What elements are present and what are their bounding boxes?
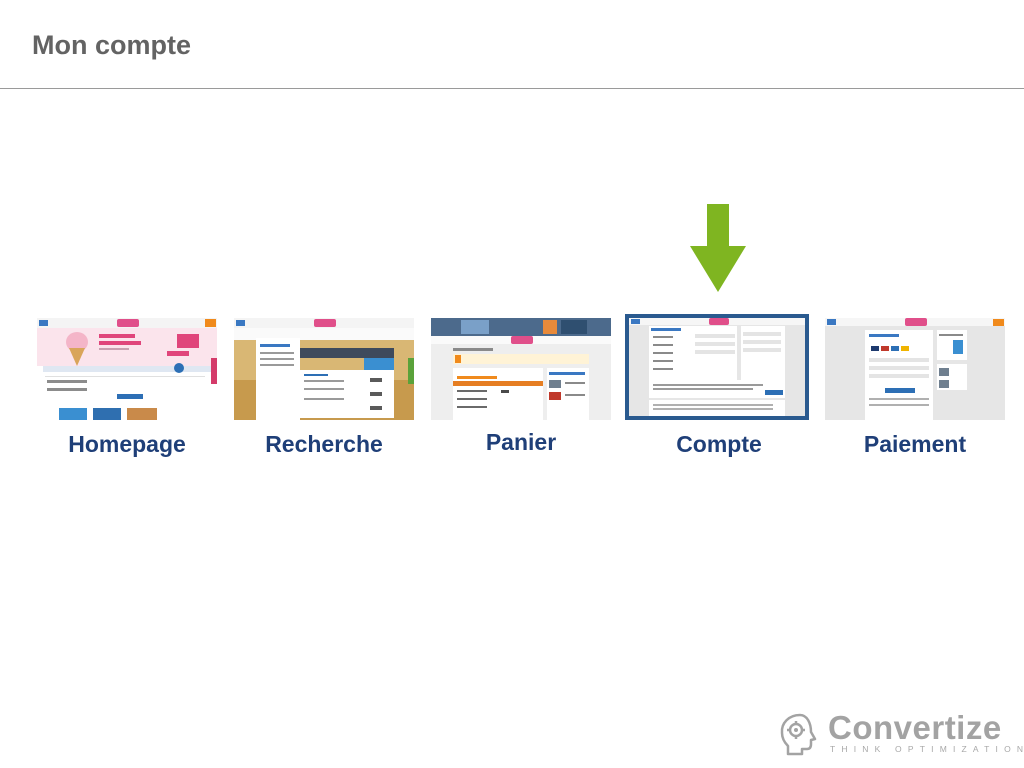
title-divider [0,88,1024,89]
compte-screenshot [625,314,809,420]
brand-name: Convertize [828,709,1002,746]
brain-gear-icon [780,713,817,756]
step-label-compte: Compte [676,431,762,457]
step-compte[interactable]: Compte [625,314,809,457]
slide-title: Mon compte [32,30,191,60]
current-step-indicator [690,204,746,292]
panier-screenshot [431,318,611,420]
step-label-paiement: Paiement [863,431,967,457]
recherche-screenshot [234,318,414,420]
down-arrow-icon [690,204,746,292]
convertize-logo: Convertize THINK OPTIMIZATION [776,709,1023,756]
step-recherche[interactable]: Recherche [234,318,414,457]
homepage-screenshot [37,318,217,420]
step-label-panier: Panier [485,429,557,455]
step-panier[interactable]: Panier [431,318,611,455]
step-label-recherche: Recherche [265,431,383,457]
step-homepage[interactable]: Homepage [37,318,217,457]
paiement-screenshot [825,318,1005,420]
brand-tagline: THINK OPTIMIZATION [830,744,1024,754]
step-label-homepage: Homepage [68,431,186,457]
step-paiement[interactable]: Paiement [825,318,1005,457]
